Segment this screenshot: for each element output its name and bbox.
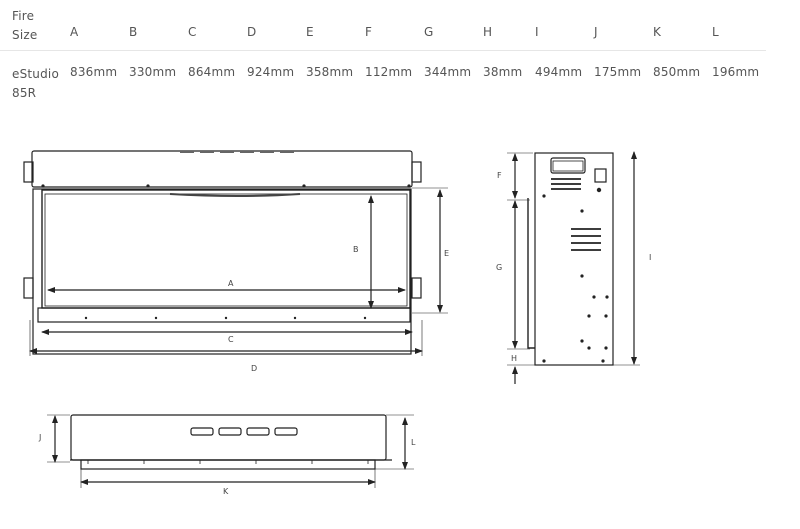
- label-g: G: [496, 263, 502, 272]
- header-fire-size: Fire Size: [12, 7, 37, 45]
- value-f: 112mm: [365, 65, 413, 79]
- label-h: H: [511, 354, 517, 363]
- header-k: K: [653, 25, 662, 39]
- value-a: 836mm: [70, 65, 118, 79]
- value-g: 344mm: [424, 65, 472, 79]
- header-h: H: [483, 25, 493, 39]
- side-view-diagram: [507, 151, 640, 384]
- header-size-label: Size: [12, 28, 38, 42]
- model-name-line1: eStudio: [12, 67, 60, 81]
- model-name-line2: 85R: [12, 86, 37, 100]
- label-b: B: [353, 245, 359, 254]
- label-d: D: [251, 364, 257, 373]
- header-b: B: [129, 25, 138, 39]
- header-d: D: [247, 25, 257, 39]
- value-l: 196mm: [712, 65, 760, 79]
- label-l: L: [411, 438, 416, 447]
- header-fire-label: Fire: [12, 9, 35, 23]
- dimensions-table: Fire Size A B C D E F G H I J K L eStudi…: [0, 0, 766, 101]
- header-l: L: [712, 25, 719, 39]
- value-i: 494mm: [535, 65, 583, 79]
- header-a: A: [70, 25, 79, 39]
- label-e: E: [444, 249, 449, 258]
- value-b: 330mm: [129, 65, 177, 79]
- label-i: I: [649, 253, 651, 262]
- header-f: F: [365, 25, 373, 39]
- header-g: G: [424, 25, 434, 39]
- label-k: K: [223, 487, 229, 496]
- top-view-diagram: [47, 414, 414, 488]
- header-e: E: [306, 25, 314, 39]
- value-h: 38mm: [483, 65, 523, 79]
- label-j: J: [38, 433, 41, 442]
- value-c: 864mm: [188, 65, 236, 79]
- model-name: eStudio 85R: [12, 65, 59, 103]
- label-a: A: [228, 279, 234, 288]
- value-e: 358mm: [306, 65, 354, 79]
- table-row: eStudio 85R 836mm 330mm 864mm 924mm 358m…: [0, 51, 766, 101]
- header-j: J: [594, 25, 598, 39]
- value-j: 175mm: [594, 65, 642, 79]
- table-header-row: Fire Size A B C D E F G H I J K L: [0, 0, 766, 51]
- value-d: 924mm: [247, 65, 295, 79]
- label-c: C: [228, 335, 234, 344]
- header-i: I: [535, 25, 539, 39]
- value-k: 850mm: [653, 65, 701, 79]
- front-view-diagram: [23, 150, 448, 356]
- header-c: C: [188, 25, 197, 39]
- label-f: F: [497, 171, 502, 180]
